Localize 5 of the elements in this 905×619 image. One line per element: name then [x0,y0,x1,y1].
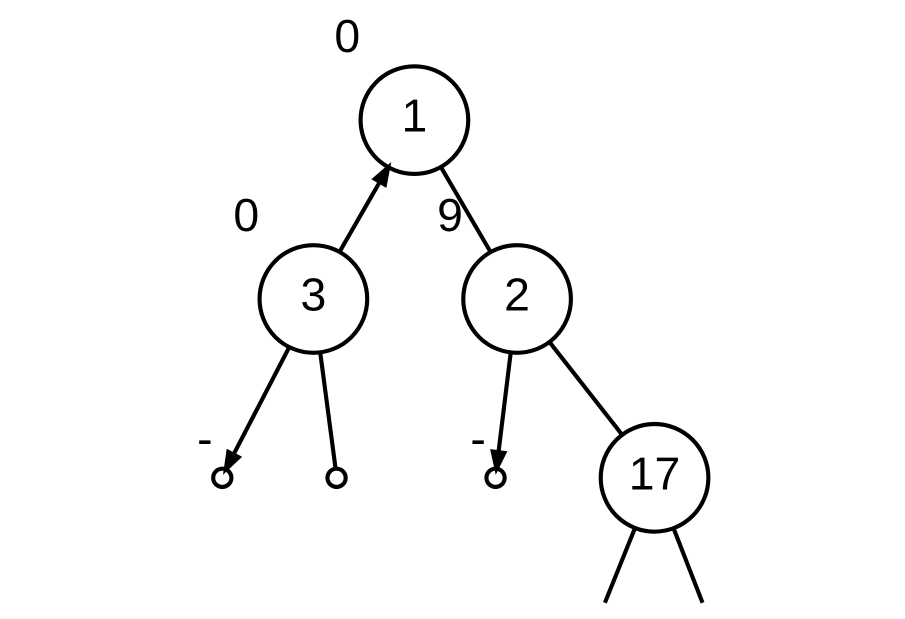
node-label: 0 [334,10,360,62]
node-label: 9 [437,188,463,241]
node-label: 0 [233,188,260,241]
node-label: - [470,412,486,464]
node-label: - [197,412,213,464]
